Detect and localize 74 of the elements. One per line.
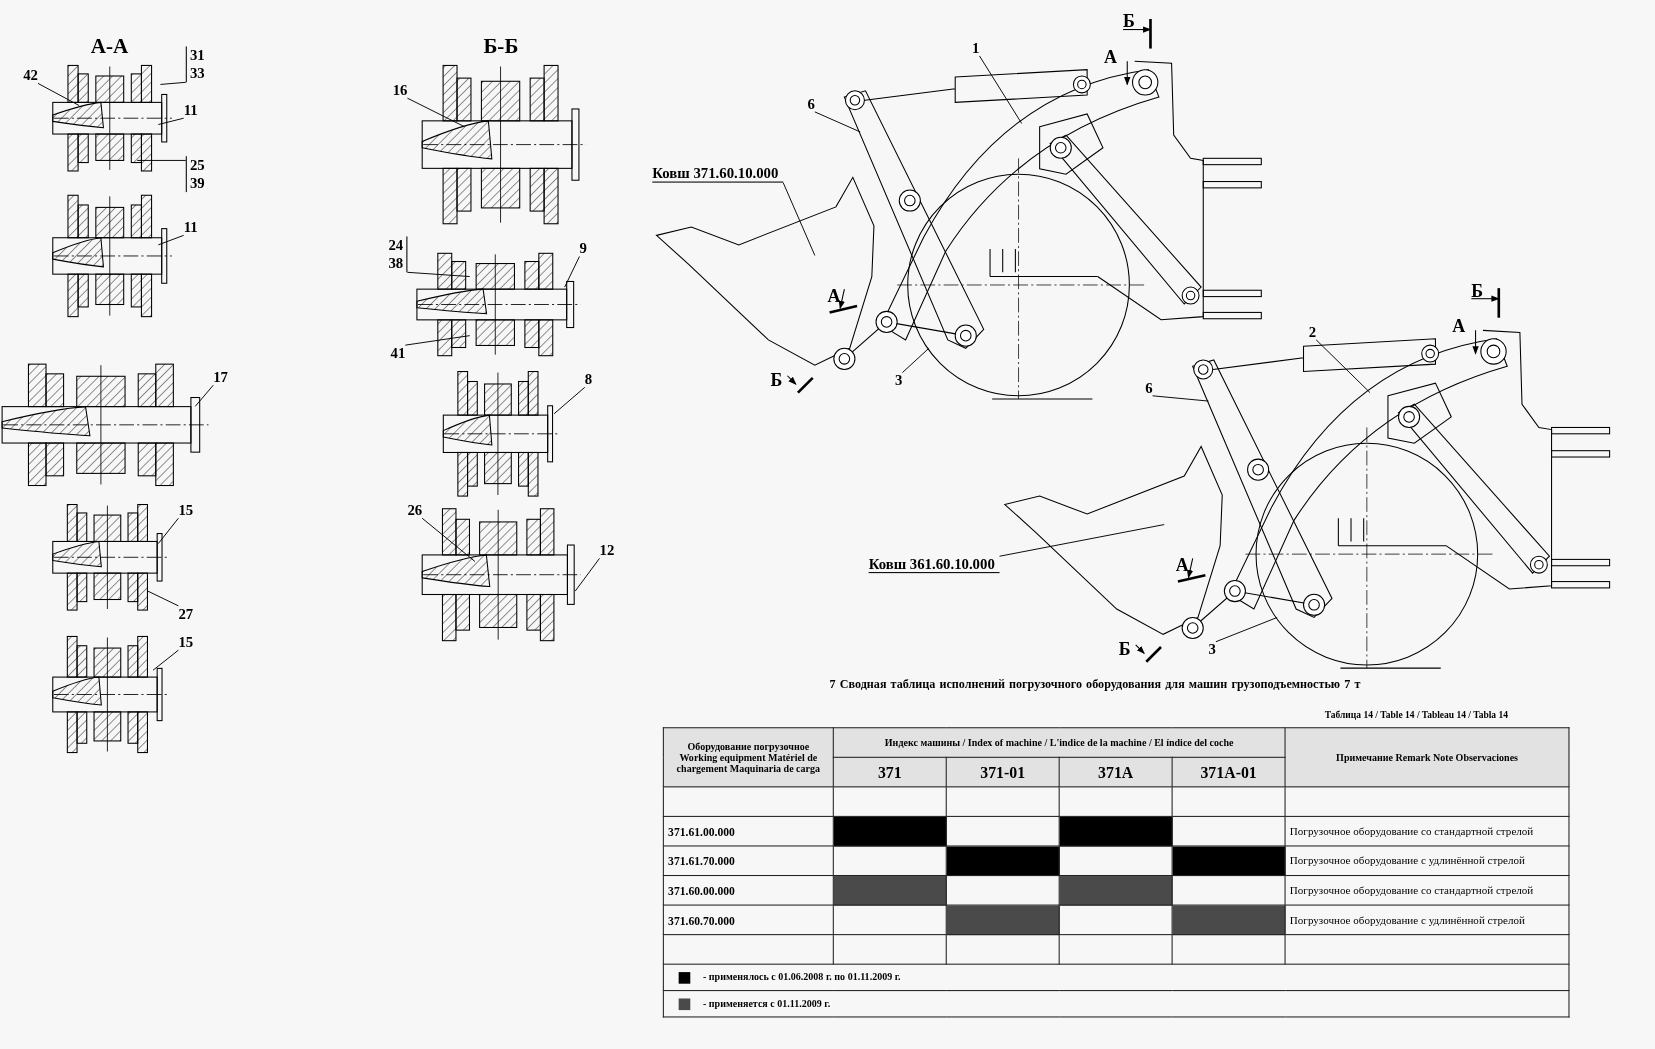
leader-line	[194, 384, 214, 407]
column-header: Оборудование погрузочное Working equipment Matériel de chargement Maquinaria de carga	[663, 727, 834, 787]
leader-line	[152, 649, 179, 671]
callout-number: 11	[183, 102, 198, 119]
pin-section-drawing	[52, 194, 173, 318]
column-header: 371	[833, 757, 947, 787]
leader-line	[157, 517, 179, 545]
leader-line	[901, 347, 930, 374]
column-header: 371А	[1059, 757, 1173, 787]
section-mark: А	[1452, 317, 1466, 336]
callout-number: 16	[392, 82, 408, 99]
leader-line	[404, 335, 471, 346]
callout-number: 31 33	[185, 46, 209, 83]
callout-number: 17	[213, 369, 228, 386]
callout-number: 9	[579, 240, 587, 257]
pin-section-drawing	[442, 371, 558, 497]
callout-number: 2	[1308, 324, 1317, 340]
callout-number: 3	[1208, 641, 1216, 658]
callout-number: 42	[23, 67, 38, 84]
leader-line	[147, 590, 179, 607]
callout-number: 24 38	[384, 236, 408, 273]
leader-line	[814, 111, 861, 133]
leader-line	[782, 182, 816, 256]
callout-number: 3	[895, 372, 903, 389]
leader-line	[37, 82, 80, 107]
pin-section-drawing	[52, 64, 173, 172]
leader-line	[1152, 395, 1209, 402]
leader-line	[406, 97, 465, 128]
column-header: Индекс машины / Index of machine / L'indice de la machine / El índice del coche	[833, 727, 1286, 758]
leader-line	[406, 271, 471, 277]
callout-number: 15	[178, 634, 194, 651]
callout-number: 11	[183, 219, 198, 236]
section-title: Б-Б	[483, 34, 519, 56]
leader-line	[159, 81, 187, 85]
section-mark: А	[827, 287, 841, 306]
callout-number: 6	[1145, 379, 1153, 396]
leader-line	[553, 386, 586, 415]
leader-line	[564, 256, 580, 288]
callout-number: 6	[807, 96, 815, 112]
callout-number: 15	[178, 502, 194, 519]
callout-number: 8	[584, 371, 593, 388]
section-title: А-А	[90, 34, 129, 56]
leader-line	[157, 117, 185, 126]
section-mark: Б	[1123, 12, 1135, 31]
pin-section-drawing	[52, 504, 168, 611]
callout-number: 41	[390, 345, 406, 361]
section-mark: А	[1104, 48, 1117, 67]
section-mark: Б	[770, 371, 783, 390]
section-mark: Б	[1118, 640, 1131, 659]
legend-text: - применяется с 01.11.2009 г.	[702, 998, 831, 1010]
leader-line	[574, 557, 600, 592]
legend-text: - применялось с 01.06.2008 г. по 01.11.2009 г.	[702, 972, 901, 983]
section-mark: Б	[1471, 281, 1484, 300]
leader-line	[999, 524, 1165, 557]
callout-number: 26	[407, 502, 423, 519]
leader-line	[1315, 339, 1371, 394]
pin-section-drawing	[1, 363, 209, 487]
callout-number: 12	[599, 542, 615, 559]
leader-line	[421, 517, 476, 562]
part-label: Ковш 361.60.10.000	[868, 556, 999, 574]
column-header: Примечание Remark Note Observaciones	[1285, 727, 1569, 787]
leader-line	[136, 159, 187, 161]
column-header: 371-01	[946, 757, 1060, 787]
leader-line	[157, 234, 185, 246]
callout-number: 25 39	[185, 156, 209, 193]
table-number: Таблица 14 / Table 14 / Tableau 14 / Tabla 14	[1324, 708, 1508, 722]
leader-line	[979, 55, 1023, 124]
table-caption: 7 Сводная таблица исполнений погрузочного оборудования для машин грузоподъемностью 7 т	[829, 676, 1361, 693]
callout-number: 27	[178, 605, 194, 622]
column-header: 371А-01	[1172, 757, 1286, 787]
pin-section-drawing	[52, 635, 168, 754]
leader-line	[1215, 617, 1278, 643]
section-mark: А	[1175, 556, 1189, 575]
callout-number: 1	[972, 40, 980, 56]
